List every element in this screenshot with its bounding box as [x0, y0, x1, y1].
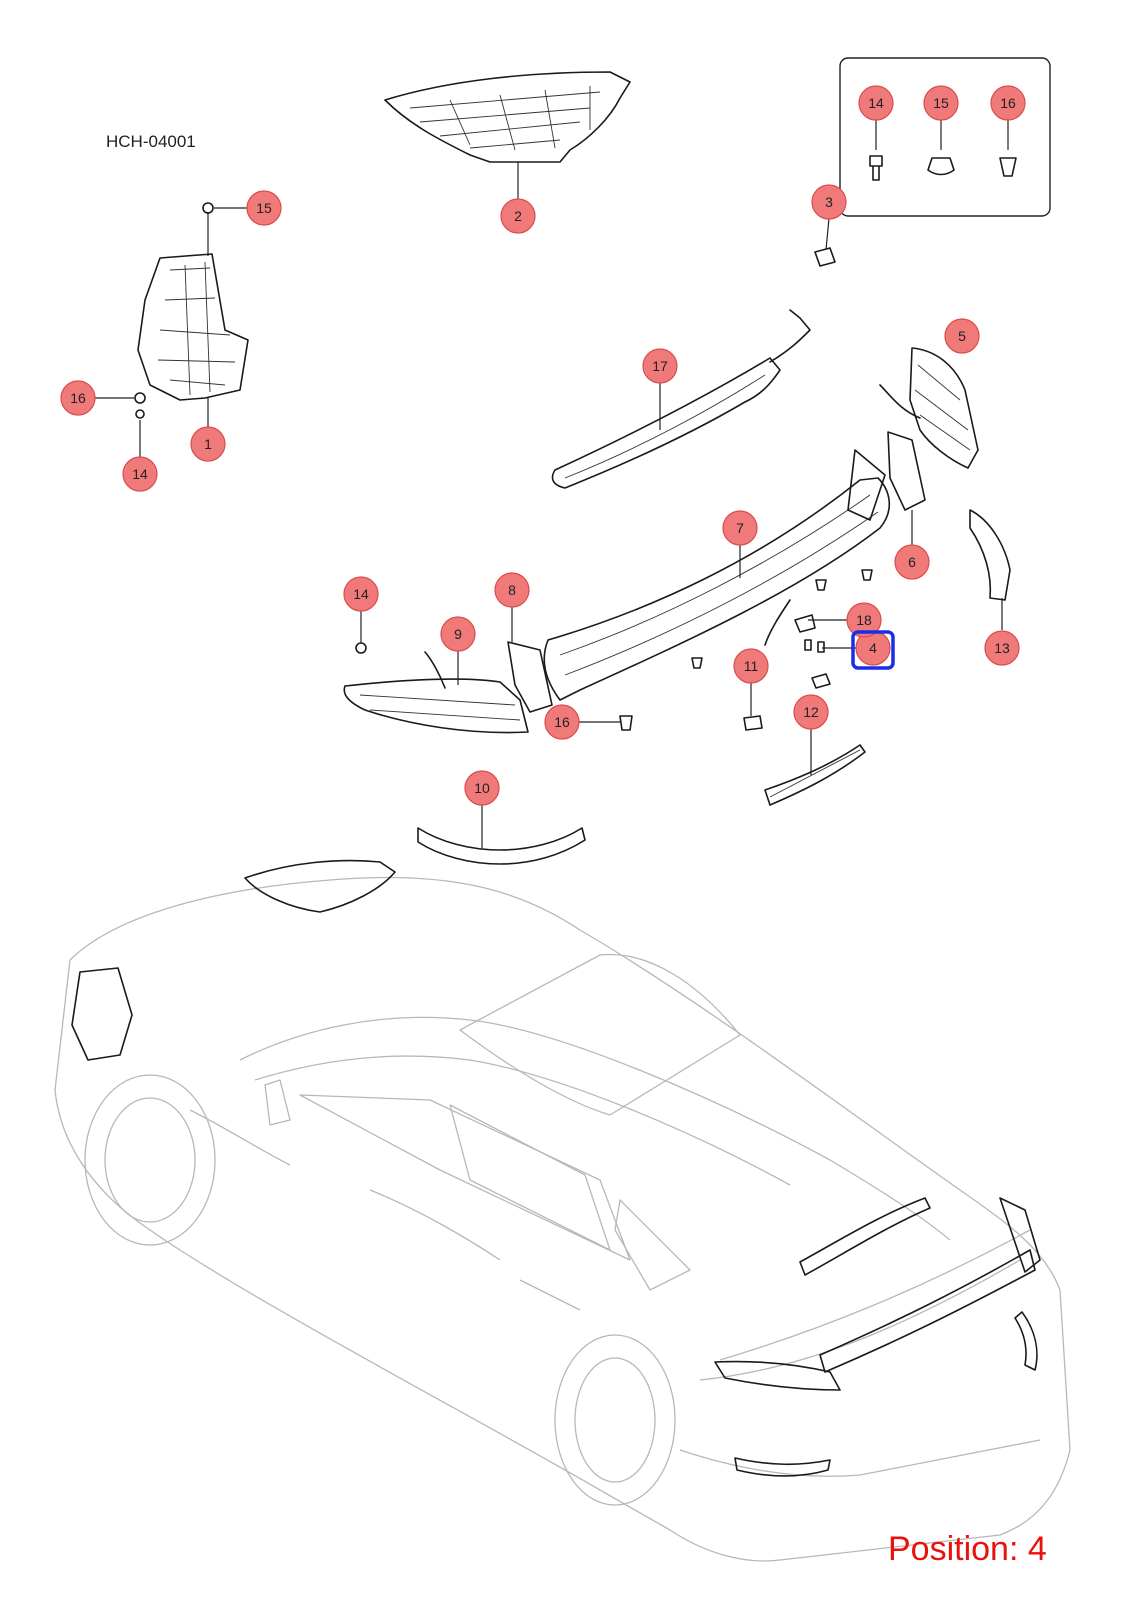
- callout-16-legend[interactable]: 16: [990, 85, 1026, 121]
- callout-3[interactable]: 3: [811, 184, 847, 220]
- callout-8[interactable]: 8: [494, 572, 530, 608]
- callout-12[interactable]: 12: [793, 694, 829, 730]
- callout-14-legend[interactable]: 14: [858, 85, 894, 121]
- callout-15-left-housing[interactable]: 15: [246, 190, 282, 226]
- hardware-legend-box: [839, 57, 1051, 217]
- callout-16-bumper-label: 16: [554, 714, 570, 730]
- callout-15-legend[interactable]: 15: [923, 85, 959, 121]
- fastener-leaders-left-housing: [94, 207, 248, 458]
- position-indicator: Position: 4: [888, 1530, 1047, 1568]
- part-11-connector: [743, 682, 763, 731]
- part-8-left-bracket: [507, 605, 553, 713]
- callout-16-legend-label: 16: [1000, 95, 1016, 111]
- callout-10-label: 10: [474, 780, 490, 796]
- callout-17-label: 17: [652, 358, 668, 374]
- callout-9-label: 9: [454, 626, 462, 642]
- callout-1-label: 1: [204, 436, 212, 452]
- callout-2-label: 2: [514, 208, 522, 224]
- callout-9[interactable]: 9: [440, 616, 476, 652]
- part-18-wire-connector: [764, 599, 850, 646]
- callout-14-left-housing-label: 14: [132, 466, 148, 482]
- callout-10[interactable]: 10: [464, 770, 500, 806]
- car-outline: [54, 876, 1071, 1562]
- callout-18-label: 18: [856, 612, 872, 628]
- callout-11-label: 11: [744, 658, 759, 674]
- part-10-plate-light-bar: [417, 800, 586, 865]
- callout-17[interactable]: 17: [642, 348, 678, 384]
- part-13-side-reflector: [969, 509, 1011, 630]
- diagram-code: HCH-04001: [106, 132, 196, 151]
- callout-14-left-housing[interactable]: 14: [122, 456, 158, 492]
- fastener-14-left: [355, 610, 367, 654]
- callout-14-taillamp[interactable]: 14: [343, 576, 379, 612]
- callout-13[interactable]: 13: [984, 630, 1020, 666]
- callout-6-label: 6: [908, 554, 916, 570]
- callout-6[interactable]: 6: [894, 544, 930, 580]
- part-9-left-taillamp: [343, 645, 529, 734]
- part-1-left-housing: [134, 202, 249, 428]
- selected-position-highlight: [851, 630, 895, 670]
- callout-5[interactable]: 5: [944, 318, 980, 354]
- part-3-clip: [814, 217, 836, 267]
- callout-12-label: 12: [803, 704, 819, 720]
- callout-8-label: 8: [508, 582, 516, 598]
- callout-15-legend-label: 15: [933, 95, 949, 111]
- part-4-clip: [804, 639, 858, 689]
- callout-4-label: 4: [869, 640, 877, 656]
- fastener-16-bottom: [578, 715, 633, 731]
- callout-5-label: 5: [958, 328, 966, 344]
- part-12-brake-lamp: [764, 727, 866, 806]
- callout-14-taillamp-label: 14: [353, 586, 369, 602]
- part-17-spoiler: [551, 309, 811, 489]
- car-parts-overlay: [71, 859, 1041, 1477]
- callout-14-legend-label: 14: [868, 95, 884, 111]
- callout-16-bumper[interactable]: 16: [544, 704, 580, 740]
- part-5-right-taillamp: [879, 347, 979, 469]
- callout-16-left-housing[interactable]: 16: [60, 380, 96, 416]
- callout-11[interactable]: 11: [733, 648, 769, 684]
- callout-16-left-housing-label: 16: [70, 390, 86, 406]
- callout-7[interactable]: 7: [722, 510, 758, 546]
- callout-15-left-housing-label: 15: [256, 200, 272, 216]
- part-2-roof-module: [384, 71, 631, 200]
- callout-13-label: 13: [994, 640, 1010, 656]
- callout-3-label: 3: [825, 194, 833, 210]
- callout-1[interactable]: 1: [190, 426, 226, 462]
- callout-18[interactable]: 18: [846, 602, 882, 638]
- part-7-bumper-strip: [543, 449, 890, 701]
- callout-7-label: 7: [736, 520, 744, 536]
- part-6-corner-bracket: [887, 431, 926, 545]
- callout-2[interactable]: 2: [500, 198, 536, 234]
